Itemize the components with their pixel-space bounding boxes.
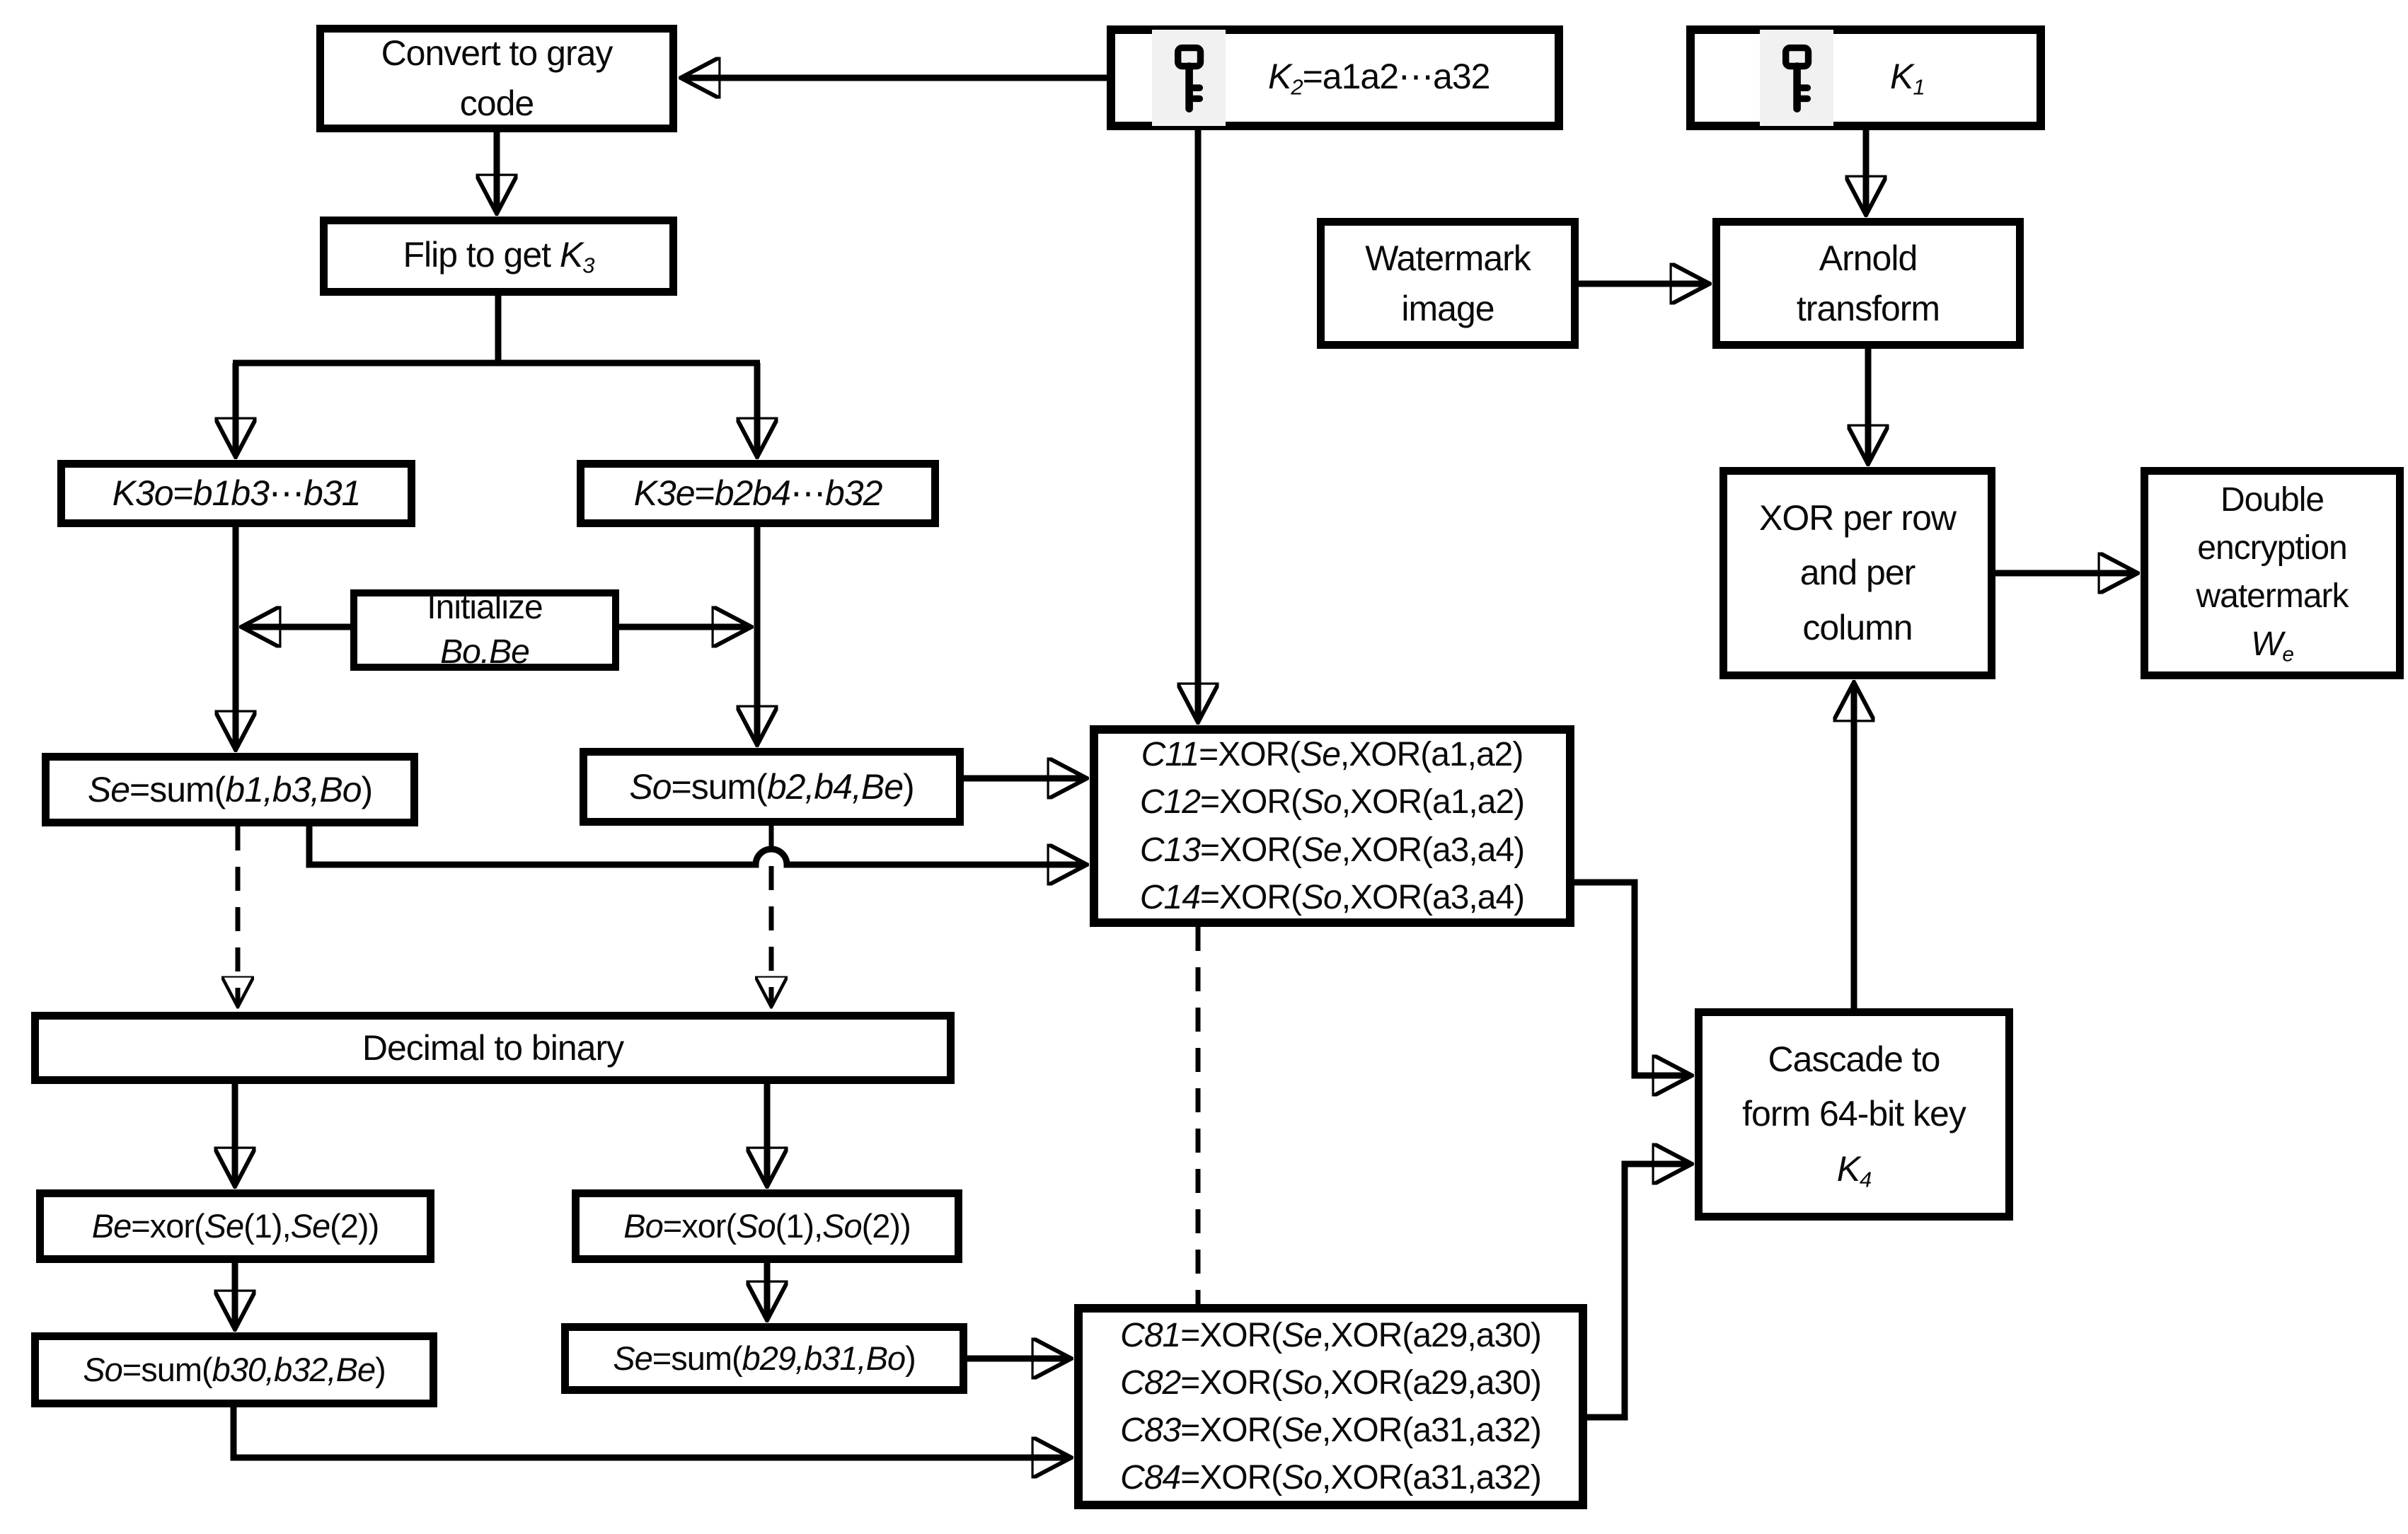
c81-c84-label: C81=XOR(Se,XOR(a29,a30)C82=XOR(So,XOR(a2… xyxy=(1120,1316,1542,1497)
box-k3e: K3e=b2b4⋯b32 xyxy=(577,460,939,527)
bo-xor-label: Bo=xor(So(1),So(2)) xyxy=(623,1207,911,1245)
box-so-sum-b2-b4: So=sum(b2,b4,Be) xyxy=(580,748,964,826)
flip-to-get-k3-label: Flip to get K3 xyxy=(403,235,594,278)
box-key-k1: K1 xyxy=(1686,25,2045,130)
box-decimal-to-binary: Decimal to binary xyxy=(31,1012,955,1084)
k1-label: K1 xyxy=(1890,57,1925,100)
c11-c14-label: C11=XOR(Se,XOR(a1,a2)C12=XOR(So,XOR(a1,a… xyxy=(1139,736,1525,916)
arrow-c11box-to-cascade xyxy=(1574,879,1689,1075)
box-k3o: K3o=b1b3⋯b31 xyxy=(57,460,415,527)
se-sum-b1-b3-label: Se=sum(b1,b3,Bo) xyxy=(87,769,373,809)
se-sum-b29-b31-label: Se=sum(b29,b31,Bo) xyxy=(613,1339,916,1378)
so-sum-b2-b4-label: So=sum(b2,b4,Be) xyxy=(629,766,914,807)
box-so-sum-b30-b32: So=sum(b30,b32,Be) xyxy=(31,1332,437,1407)
box-se-sum-b1-b3: Se=sum(b1,b3,Bo) xyxy=(42,753,418,826)
key-icon xyxy=(1152,30,1226,126)
key-icon xyxy=(1760,30,1833,126)
box-bo-xor: Bo=xor(So(1),So(2)) xyxy=(572,1189,962,1263)
k3o-label: K3o=b1b3⋯b31 xyxy=(112,473,362,513)
box-c11-c14: C11=XOR(Se,XOR(a1,a2)C12=XOR(So,XOR(a1,a… xyxy=(1090,725,1574,927)
k3e-label: K3e=b2b4⋯b32 xyxy=(633,473,883,513)
box-c81-c84: C81=XOR(Se,XOR(a29,a30)C82=XOR(So,XOR(a2… xyxy=(1074,1304,1587,1509)
be-xor-label: Be=xor(Se(1),Se(2)) xyxy=(91,1207,379,1245)
box-se-sum-b29-b31: Se=sum(b29,b31,Bo) xyxy=(561,1323,967,1394)
box-flip-to-get-k3: Flip to get K3 xyxy=(320,217,677,296)
box-key-k2: K2=a1a2⋯a32 xyxy=(1107,25,1563,130)
arrow-so2-to-c81box xyxy=(230,1407,1068,1458)
k2-label: K2=a1a2⋯a32 xyxy=(1268,57,1490,100)
decimal-to-binary-label: Decimal to binary xyxy=(362,1027,624,1068)
box-be-xor: Be=xor(Se(1),Se(2)) xyxy=(36,1189,434,1263)
arrow-se1-to-c11box xyxy=(306,826,1084,865)
arrow-c81box-to-cascade xyxy=(1587,1164,1689,1421)
so-sum-b30-b32-label: So=sum(b30,b32,Be) xyxy=(83,1351,386,1389)
